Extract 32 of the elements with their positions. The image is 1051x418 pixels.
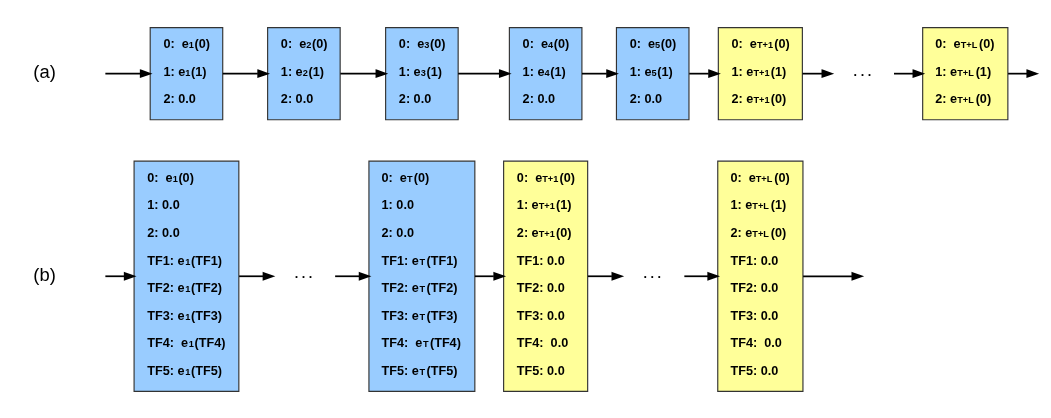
node-box: 0: e1(0) 1: 0.0 2: 0.0 TF1: e1(TF1) TF2: e1(TF2) TF3: e1(TF3) TF4: e1(TF4) TF5: e1(TF5) (133, 160, 240, 392)
arrow (587, 271, 625, 281)
arrow (104, 271, 137, 281)
label: (b) (33, 263, 56, 285)
arrow (339, 68, 389, 78)
arrow (801, 68, 835, 78)
arrow (221, 68, 270, 78)
arrow (104, 68, 153, 78)
node-box: 0: eT+L(0) 1: eT+L(1) 2: eT+L(0) TF1: 0.0 TF2: 0.0 TF3: 0.0 TF4: 0.0 TF5: 0.0 (717, 160, 804, 392)
arrow (802, 271, 865, 281)
node-box: 0: e4(0) 1: e4(1) 2: 0.0 (508, 26, 583, 120)
arrow (581, 68, 619, 78)
arrow (893, 68, 926, 78)
arrow (238, 271, 276, 281)
arrow (457, 68, 512, 78)
node-box: 0: e5(0) 1: e5(1) 2: 0.0 (615, 26, 690, 120)
node-text: . . . (853, 64, 872, 79)
node-box: 0: e1(0) 1: e1(1) 2: 0.0 (149, 26, 224, 120)
node-text: . . . (294, 266, 313, 281)
node-box: 0: eT+L(0) 1: eT+L(1) 2: eT+L(0) (922, 26, 1009, 120)
node-box: 0: eT+1(0) 1: eT+1(1) 2: eT+1(0) TF1: 0.0 TF2: 0.0 TF3: 0.0 TF4: 0.0 TF5: 0.0 (503, 160, 589, 392)
node-box: 0: eT+1(0) 1: eT+1(1) 2: eT+1(0) (717, 26, 803, 120)
label: (a) (33, 60, 56, 82)
arrow (474, 271, 507, 281)
arrow (1007, 68, 1040, 78)
node-box: 0: e3(0) 1: e3(1) 2: 0.0 (385, 26, 459, 120)
node-text: . . . (643, 266, 662, 281)
arrow (688, 68, 721, 78)
arrow (334, 271, 372, 281)
node-box: 0: eT(0) 1: 0.0 2: 0.0 TF1: eT(TF1) TF2: eT(TF2) TF3: eT(TF3) TF4: eT(TF4) TF5: eT(TF5) (368, 160, 476, 392)
arrow (683, 271, 721, 281)
node-box: 0: e2(0) 1: e2(1) 2: 0.0 (267, 26, 341, 120)
